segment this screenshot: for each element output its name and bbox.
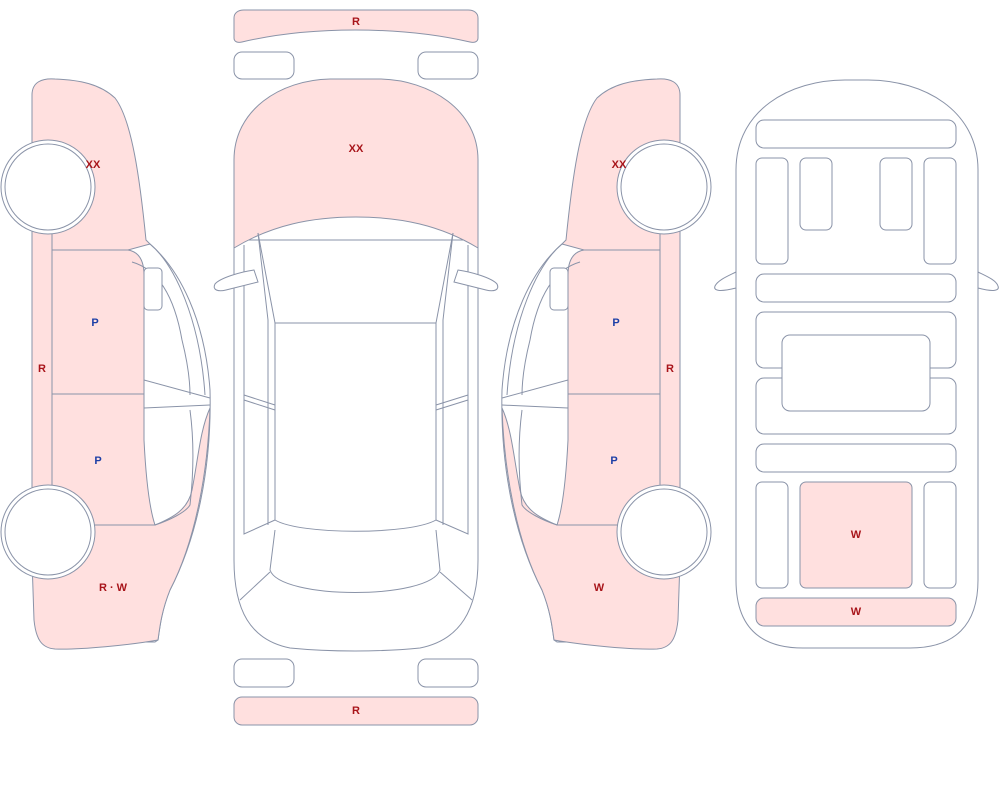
top-rear-bumper[interactable] — [233, 696, 479, 726]
left-rear-quarter[interactable] — [31, 407, 211, 650]
interior-front-right-seat — [879, 157, 913, 231]
label-left-sill: R — [38, 363, 46, 375]
label-right-rear-door: P — [610, 455, 617, 467]
interior-right-mirror — [977, 271, 999, 291]
top-right-headlight — [417, 51, 479, 80]
label-right-rear-quarter: W — [594, 582, 605, 594]
top-left-mirror — [213, 269, 259, 292]
interior-left-mirror — [714, 271, 737, 291]
right-mirror — [549, 267, 569, 311]
top-view: R XX R — [213, 9, 499, 726]
label-left-rear-quarter: R · W — [99, 582, 128, 594]
label-left-rear-door: P — [94, 455, 101, 467]
interior-b-pillar-bar — [755, 273, 957, 303]
interior-front-right-door-panel — [923, 157, 957, 265]
interior-c-pillar-bar — [755, 443, 957, 473]
interior-dashboard — [755, 119, 957, 149]
interior-view: W W — [714, 79, 999, 649]
top-hood[interactable] — [233, 78, 479, 249]
interior-cargo-left — [755, 481, 789, 589]
right-front-door[interactable] — [567, 249, 661, 395]
left-mirror — [143, 267, 163, 311]
top-right-taillight — [417, 658, 479, 688]
top-body-outline — [233, 239, 479, 652]
label-top-front-bumper: R — [352, 16, 360, 28]
right-rear-quarter[interactable] — [501, 407, 681, 650]
label-right-sill: R — [666, 363, 674, 375]
top-left-taillight — [233, 658, 295, 688]
interior-cargo-right — [923, 481, 957, 589]
interior-front-left-seat — [799, 157, 833, 231]
left-front-door[interactable] — [51, 249, 145, 395]
top-right-mirror — [453, 269, 499, 292]
label-top-hood: XX — [349, 143, 364, 155]
label-right-front-door: P — [612, 317, 619, 329]
interior-front-left-door-panel — [755, 157, 789, 265]
top-front-bumper[interactable] — [233, 9, 479, 43]
right-side-view — [501, 78, 712, 650]
left-side-view: XX P P R R · W — [0, 78, 211, 650]
label-top-rear-bumper: R — [352, 705, 360, 717]
label-interior-cargo-floor: W — [851, 529, 862, 541]
right-side-labels: XX P P R W — [594, 159, 674, 594]
label-left-front-fender: XX — [86, 159, 101, 171]
interior-rear-seat-center — [781, 334, 931, 412]
interior-cargo-floor[interactable] — [799, 481, 913, 589]
label-interior-rear-panel: W — [851, 606, 862, 618]
label-left-front-door: P — [91, 317, 98, 329]
top-left-headlight — [233, 51, 295, 80]
label-right-front-fender: XX — [612, 159, 627, 171]
interior-rear-panel[interactable] — [755, 597, 957, 627]
